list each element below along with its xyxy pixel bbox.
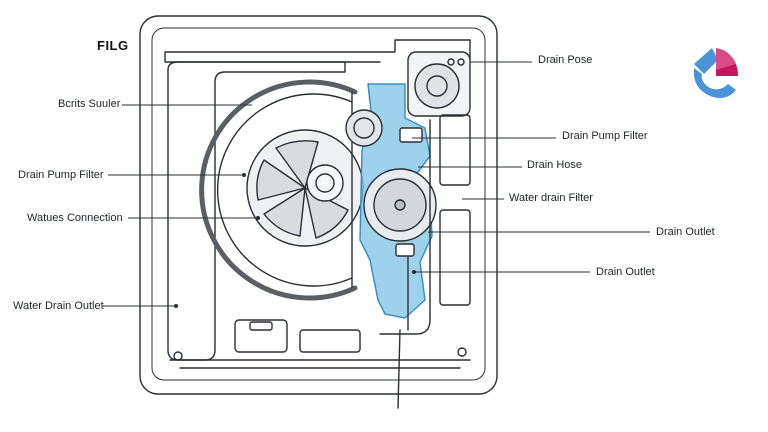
base-slot-mid xyxy=(299,329,361,353)
leader-dot-3 xyxy=(174,304,178,308)
drum-spoke-2 xyxy=(256,159,306,201)
motor-bolt-1 xyxy=(447,58,455,66)
figure-label: FILG xyxy=(97,38,129,53)
label-bcrits-suuler: Bcrits Suuler xyxy=(58,98,121,110)
label-drain-pose: Drain Pose xyxy=(538,54,593,66)
pump-center xyxy=(394,199,406,211)
foot-left xyxy=(173,351,183,361)
drum-hub xyxy=(306,164,344,202)
right-panel-upper xyxy=(439,114,471,186)
leader-dot-1 xyxy=(242,173,246,177)
foot-right xyxy=(457,347,467,357)
motor-bolt-2 xyxy=(457,58,465,66)
label-water-drain-filter: Water drain Filter xyxy=(509,192,593,204)
right-frame xyxy=(379,119,431,335)
base-rail xyxy=(169,359,471,369)
filter-cap xyxy=(345,109,383,147)
leader-dot-4 xyxy=(412,270,416,274)
label-drain-pump-filter-right: Drain Pump Filter xyxy=(562,130,648,142)
drum-hub-inner xyxy=(315,173,335,193)
label-drain-outlet-2: Drain Outlet xyxy=(596,266,655,278)
filter-clip xyxy=(399,127,423,143)
drum-spoke-3 xyxy=(263,187,306,237)
motor-core xyxy=(426,75,448,97)
base-slot-left xyxy=(234,319,288,353)
filter-cap-inner xyxy=(353,117,375,139)
left-cabinet xyxy=(167,61,346,361)
right-panel-lower xyxy=(439,209,471,306)
label-drain-hose: Drain Hose xyxy=(527,159,583,171)
base-slot-small xyxy=(249,321,273,331)
outer-housing xyxy=(139,15,498,395)
inner-housing xyxy=(151,27,486,381)
motor xyxy=(414,63,460,109)
label-drain-pump-filter-left: Drain Pump Filter xyxy=(18,169,104,181)
label-water-drain-outlet: Water Drain Outlet xyxy=(13,300,104,312)
drum-ring-inner xyxy=(217,93,353,287)
logo-icon xyxy=(693,48,738,98)
hose-clip xyxy=(395,243,415,257)
label-watues-connection: Watues Connection xyxy=(27,212,123,224)
drum-spoke-4 xyxy=(304,187,349,239)
label-drain-outlet-1: Drain Outlet xyxy=(656,226,715,238)
leader-dot-2 xyxy=(256,216,260,220)
drum-spoke-1 xyxy=(275,140,319,189)
drum-ring-outer xyxy=(199,79,358,301)
